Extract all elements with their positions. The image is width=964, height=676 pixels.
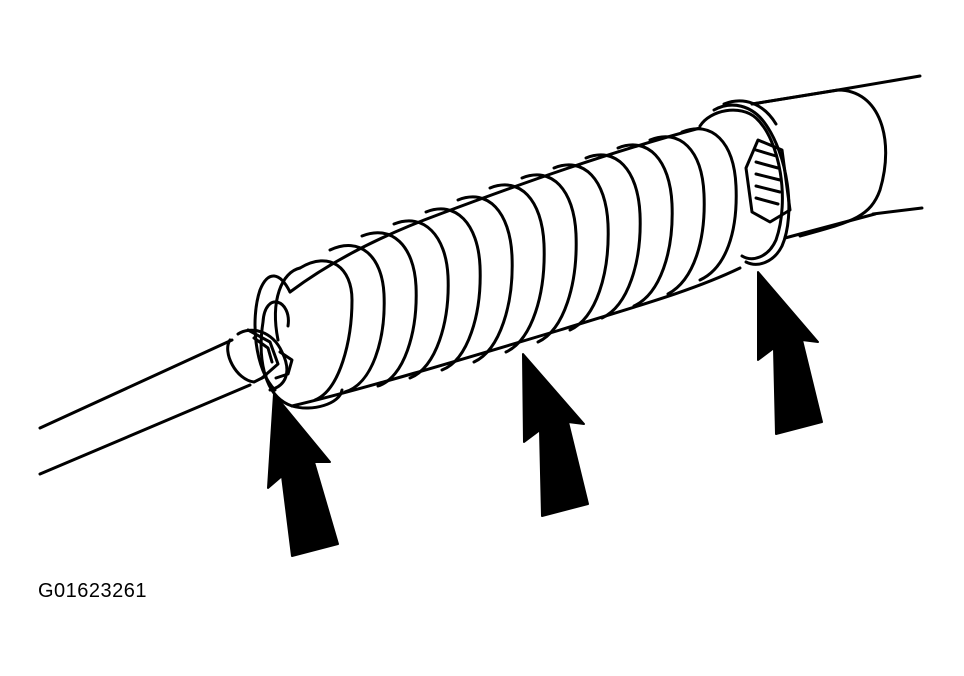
small-boot-clamp — [226, 328, 294, 392]
arrow-large-clamp — [757, 271, 823, 435]
callout-arrows — [267, 271, 823, 557]
arrow-small-clamp — [267, 393, 339, 557]
figure-code: G01623261 — [38, 580, 148, 602]
bellows-boot — [253, 126, 742, 410]
large-boot-clamp — [698, 99, 792, 266]
steering-rack-housing — [750, 74, 924, 240]
arrow-boot — [522, 353, 589, 517]
inner-tie-rod — [38, 338, 252, 476]
